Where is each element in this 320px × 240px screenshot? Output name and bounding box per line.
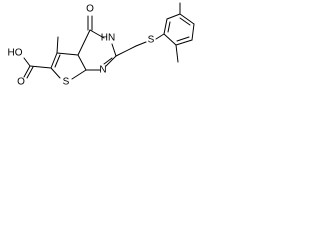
bond-c2-n1 <box>105 55 117 67</box>
bond-cooh-o-double <box>26 66 34 79</box>
bond-c7a-c4a <box>77 54 87 71</box>
atom-label-layer: O HN N S S HO O <box>8 4 155 88</box>
bond-cooh-o <box>23 65 31 78</box>
bond-ar2-ar3-double <box>176 36 190 42</box>
atom-acid-ho: HO <box>8 48 23 59</box>
bond-s-aryl <box>155 33 165 40</box>
bond-ar2-ar3 <box>175 39 193 46</box>
bond-ar3-ar4 <box>191 23 195 41</box>
bond-cooh-oh <box>23 57 31 67</box>
bond-ar6-ar1-double <box>167 21 171 33</box>
bond-ar4-ar5-double <box>179 17 191 26</box>
bond-n3-c2 <box>111 43 117 57</box>
bond-ar2-methyl <box>175 44 179 63</box>
bond-c5-methyl <box>56 36 59 54</box>
bond-c4-n3 <box>89 29 105 39</box>
bond-ch2-s <box>135 41 147 47</box>
molecule-diagram: O HN N S S HO O <box>0 0 207 101</box>
bond-c7a-s1 <box>71 69 87 80</box>
structure-svg: O HN N S S HO O <box>8 2 195 88</box>
bond-ar4-ar5 <box>179 13 195 25</box>
bond-c6-c5-double <box>54 54 61 68</box>
bond-c5-c4a <box>56 52 79 56</box>
atom-acid-o: O <box>17 77 25 88</box>
bond-c2-n1-double <box>103 57 113 65</box>
bond-ar1-ar2 <box>163 33 177 46</box>
bond-c2-ch2 <box>115 45 137 57</box>
bond-c6-c5 <box>50 52 58 69</box>
bond-layer <box>23 2 195 80</box>
bond-c6-cooh <box>29 65 52 69</box>
bond-ar6-ar1 <box>163 18 168 35</box>
atom-ring-n: N <box>99 65 106 76</box>
atom-thiophene-s: S <box>63 77 70 88</box>
bond-ar5-ar6 <box>166 13 181 20</box>
atom-carbonyl-o: O <box>86 4 94 15</box>
bond-s1-c6 <box>50 67 61 79</box>
atom-ring-nh: HN <box>101 33 115 44</box>
atom-thioether-s: S <box>148 35 155 46</box>
bond-c4a-c4 <box>77 29 91 56</box>
